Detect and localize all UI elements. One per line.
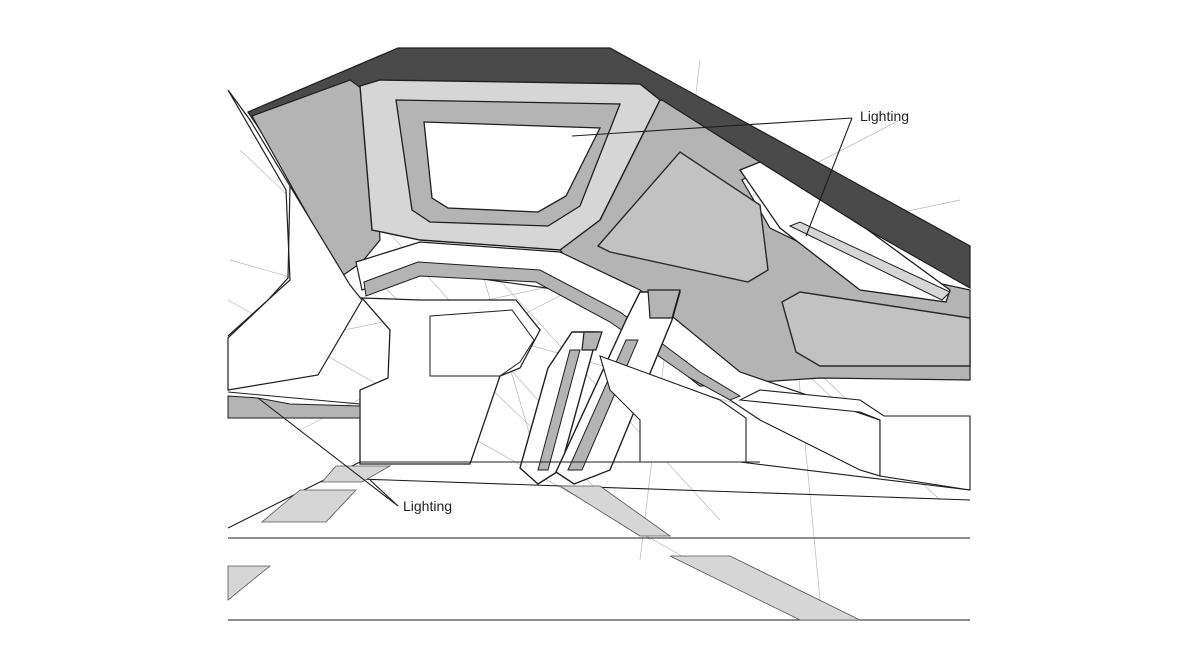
strut-joint-cap-small [581, 331, 603, 351]
ceiling-recess-strip [363, 261, 742, 401]
callout-leader-lines [257, 117, 853, 507]
skylight-glass [423, 121, 602, 213]
back-wall-panel [429, 309, 535, 377]
ceiling-inset-panel-a [596, 151, 769, 283]
right-wall [738, 389, 971, 491]
ceiling-light-strip-right [788, 221, 951, 301]
ceiling-inset-panel-b [781, 291, 971, 367]
left-wall-light-strip [227, 395, 361, 419]
lighting-label-floor: Lighting [403, 498, 453, 514]
floor-light-panel-3 [227, 565, 272, 601]
floor-light-panel-2 [260, 489, 357, 523]
strut-joint-cap [647, 289, 681, 319]
support-strut-left-groove [537, 349, 581, 471]
left-wall-edge [227, 185, 291, 337]
lighting-label-ceiling: Lighting [860, 108, 910, 124]
floor-light-strip-right [669, 555, 861, 621]
ceiling-left-slope-panel [251, 79, 381, 277]
floor-light-strip-center [558, 485, 672, 537]
